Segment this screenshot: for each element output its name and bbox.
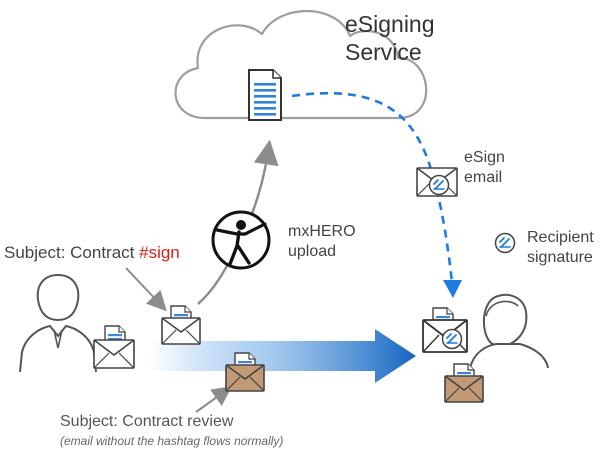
cloud-title-line1: eSigning <box>345 11 435 37</box>
hashtag-envelope-icon <box>161 305 201 345</box>
mxhero-label-line2: upload <box>288 243 337 260</box>
recipient-label-line2: signature <box>527 249 593 266</box>
recipient-review-envelope-icon <box>444 363 484 403</box>
recipient-signature-label: Recipient signature <box>527 228 594 268</box>
mxhero-label: mxHERO upload <box>288 222 356 262</box>
document-icon <box>248 69 282 121</box>
subject-review-label: Subject: Contract review <box>60 413 234 430</box>
subject-pointer-arrow <box>125 267 167 312</box>
normal-flow-arrow <box>150 329 416 383</box>
mxhero-label-line1: mxHERO <box>288 223 356 240</box>
sender-envelope-icon <box>93 325 135 369</box>
cloud-title-line2: Service <box>345 39 422 65</box>
recipient-person-icon <box>469 293 549 369</box>
recipient-signature-logo-icon <box>494 232 516 254</box>
vitruvian-man-icon <box>211 210 271 270</box>
recipient-esign-envelope-icon <box>422 307 468 353</box>
esign-label-line1: eSign <box>464 149 505 166</box>
review-pointer-arrow <box>195 386 233 413</box>
esign-label-line2: email <box>464 169 503 186</box>
esign-arrowhead <box>443 280 462 298</box>
esign-email-label: eSign email <box>464 148 505 188</box>
esign-email-envelope-icon <box>416 167 458 197</box>
flow-note: (email without the hashtag flows normall… <box>60 434 284 448</box>
cloud-icon <box>174 9 428 120</box>
subject-hashtag-label: Subject: Contract #sign <box>4 243 180 263</box>
subject-hashtag-prefix: Subject: Contract <box>4 243 140 262</box>
sender-person-icon <box>19 273 97 373</box>
hashtag-text: #sign <box>139 243 180 262</box>
recipient-label-line1: Recipient <box>527 229 594 246</box>
esign-dashed-arrow <box>291 91 454 284</box>
cloud-title: eSigning Service <box>345 10 435 66</box>
